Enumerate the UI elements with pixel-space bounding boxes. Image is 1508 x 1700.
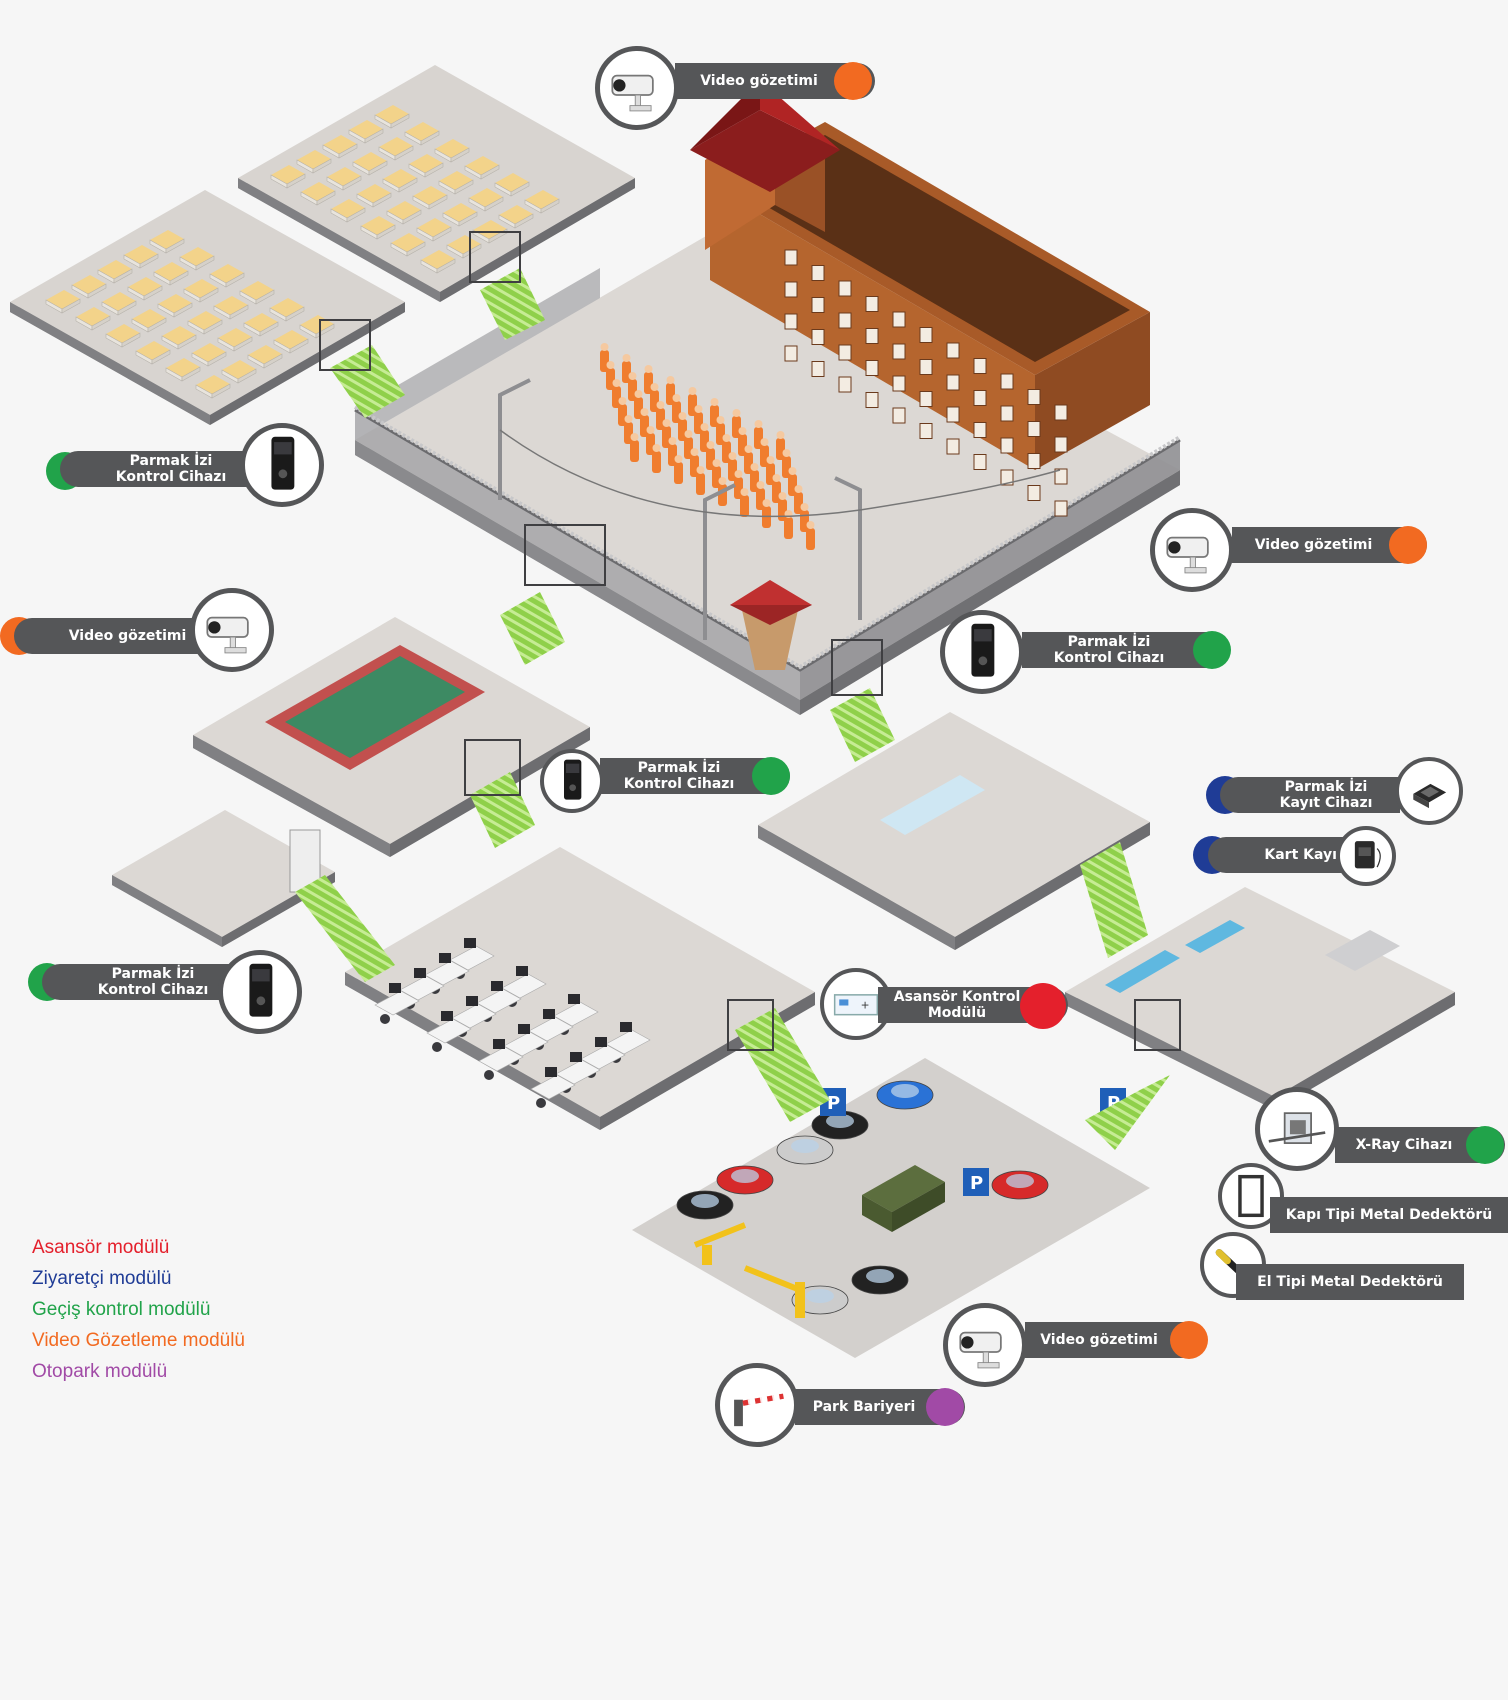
card-reader-icon bbox=[1336, 826, 1396, 886]
cell-block-right bbox=[238, 65, 635, 302]
legend-item-elevator: Asansör modülü bbox=[32, 1237, 170, 1258]
lamp-posts bbox=[498, 378, 862, 640]
callout-label: Video gözetimi bbox=[1254, 537, 1373, 553]
callout-label: Parmak İzi Kontrol Cihazı bbox=[1053, 634, 1165, 666]
cells-left-grid bbox=[45, 230, 335, 399]
access-module-dot bbox=[1466, 1126, 1504, 1164]
control-room-desks bbox=[374, 938, 651, 1108]
parking-barrier-icon bbox=[715, 1363, 799, 1447]
video-surveillance-callout-left[interactable]: Video gözetimi bbox=[14, 618, 209, 654]
security-camera-icon bbox=[190, 588, 274, 672]
fingerprint-terminal-icon bbox=[218, 950, 302, 1034]
security-camera-icon bbox=[943, 1303, 1027, 1387]
access-module-dot bbox=[1193, 631, 1231, 669]
video-module-dot bbox=[1389, 526, 1427, 564]
video-module-dot bbox=[834, 62, 872, 100]
barrier-gates bbox=[693, 1222, 805, 1318]
parked-cars bbox=[676, 1080, 1049, 1315]
callout-label: X-Ray Cihazı bbox=[1355, 1137, 1453, 1153]
parking-module-dot bbox=[926, 1388, 964, 1426]
guard-room bbox=[758, 712, 1150, 950]
fingerprint-terminal-icon bbox=[240, 423, 324, 507]
callout-label: Parmak İzi Kontrol Cihazı bbox=[623, 760, 735, 792]
small-office bbox=[112, 810, 335, 947]
callout-label: Parmak İzi Kontrol Cihazı bbox=[115, 453, 227, 485]
fingerprint-terminal-icon bbox=[540, 749, 604, 813]
legend-item-access: Geçiş kontrol modülü bbox=[32, 1299, 211, 1320]
fingerprint-callout-top-left[interactable]: Parmak İzi Kontrol Cihazı bbox=[60, 451, 250, 487]
fingerprint-register-callout[interactable]: Parmak İzi Kayıt Cihazı bbox=[1220, 777, 1400, 813]
building-windows bbox=[784, 249, 1068, 517]
reception-area bbox=[1065, 887, 1455, 1110]
callout-label: Video gözetimi bbox=[68, 628, 187, 644]
gate-fences bbox=[319, 231, 1181, 1051]
hand-metal-detector-callout[interactable]: El Tipi Metal Dedektörü bbox=[1236, 1264, 1464, 1300]
fingerprint-callout-low-left[interactable]: Parmak İzi Kontrol Cihazı bbox=[42, 964, 232, 1000]
callout-label: Parmak İzi Kontrol Cihazı bbox=[97, 966, 209, 998]
callout-label: Park Bariyeri bbox=[812, 1399, 916, 1415]
callout-label: Video gözetimi bbox=[1040, 1332, 1158, 1348]
callout-label: Parmak İzi Kayıt Cihazı bbox=[1279, 779, 1373, 811]
inmates-group bbox=[600, 343, 815, 550]
security-camera-icon bbox=[1150, 508, 1234, 592]
cells-right-grid bbox=[270, 105, 560, 274]
callout-label: Asansör Kontrol Modülü bbox=[893, 989, 1021, 1021]
door-metal-detector-callout[interactable]: Kapı Tipi Metal Dedektörü bbox=[1270, 1197, 1508, 1233]
access-module-dot bbox=[752, 757, 790, 795]
fingerprint-terminal-icon bbox=[940, 610, 1024, 694]
wire-line bbox=[499, 429, 1061, 518]
fingerprint-scanner-icon bbox=[1395, 757, 1463, 825]
svg-text:P: P bbox=[970, 1173, 983, 1194]
svg-text:+: + bbox=[861, 999, 870, 1012]
watch-tower bbox=[730, 580, 812, 670]
security-camera-icon bbox=[595, 46, 679, 130]
military-truck bbox=[862, 1165, 945, 1232]
xray-scanner-icon bbox=[1255, 1087, 1339, 1171]
elevator-module-dot bbox=[1020, 983, 1066, 1029]
legend-item-visitor: Ziyaretçi modülü bbox=[32, 1268, 172, 1289]
callout-label: Kart Kayıt bbox=[1264, 847, 1344, 863]
callout-label: El Tipi Metal Dedektörü bbox=[1257, 1274, 1443, 1290]
stairways bbox=[295, 268, 1170, 1150]
legend-item-parking: Otopark modülü bbox=[32, 1361, 168, 1382]
svg-text:P: P bbox=[827, 1093, 840, 1114]
callout-label: Video gözetimi bbox=[700, 73, 818, 89]
module-legend: Asansör modülü Ziyaretçi modülü Geçiş ko… bbox=[32, 1232, 245, 1387]
callout-label: Kapı Tipi Metal Dedektörü bbox=[1285, 1207, 1493, 1223]
video-module-dot bbox=[1170, 1321, 1208, 1359]
fingerprint-callout-mid-right[interactable]: Parmak İzi Kontrol Cihazı bbox=[1022, 632, 1228, 668]
legend-item-video: Video Gözetleme modülü bbox=[32, 1330, 245, 1351]
